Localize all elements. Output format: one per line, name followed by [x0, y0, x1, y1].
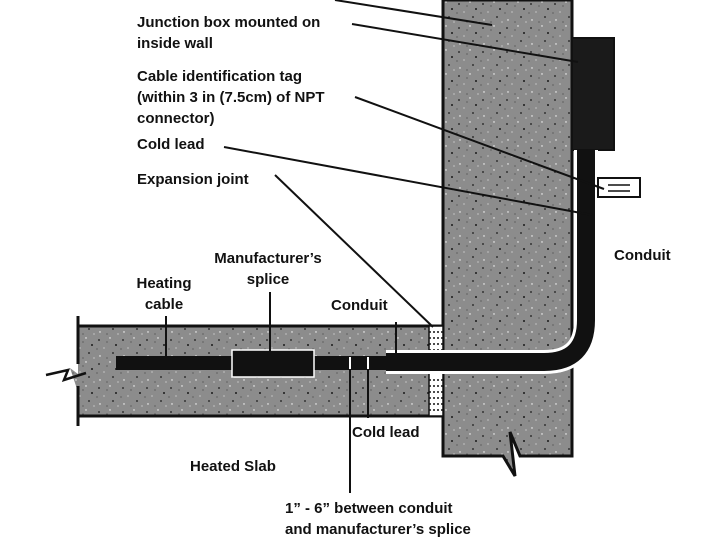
manufacturers-splice [231, 349, 315, 378]
label-cold-lead-bottom: Cold lead [352, 424, 420, 441]
spacing-marks [349, 357, 369, 369]
junction-box [571, 37, 615, 151]
label-cold-lead-top: Cold lead [137, 136, 205, 153]
leader-lines [165, 0, 605, 493]
label-conduit-slab: Conduit [331, 297, 388, 314]
label-spacing: 1” - 6” between conduit and manufacturer… [285, 500, 471, 538]
slab-break-symbol [45, 368, 87, 382]
label-heated-slab: Heated Slab [190, 458, 276, 475]
label-cable-identification-tag: Cable identification tag (within 3 in (7… [137, 68, 325, 127]
wall [441, 0, 574, 477]
conduit [386, 150, 598, 374]
label-manufacturers-splice: Manufacturer’s splice [214, 250, 322, 288]
cable-identification-tag [597, 177, 641, 198]
label-heating-cable: Heating cable [136, 275, 192, 313]
label-expansion-joint: Expansion joint [137, 171, 249, 188]
label-conduit-right: Conduit [614, 247, 671, 264]
label-junction-box: Junction box mounted on inside wall [137, 14, 321, 52]
